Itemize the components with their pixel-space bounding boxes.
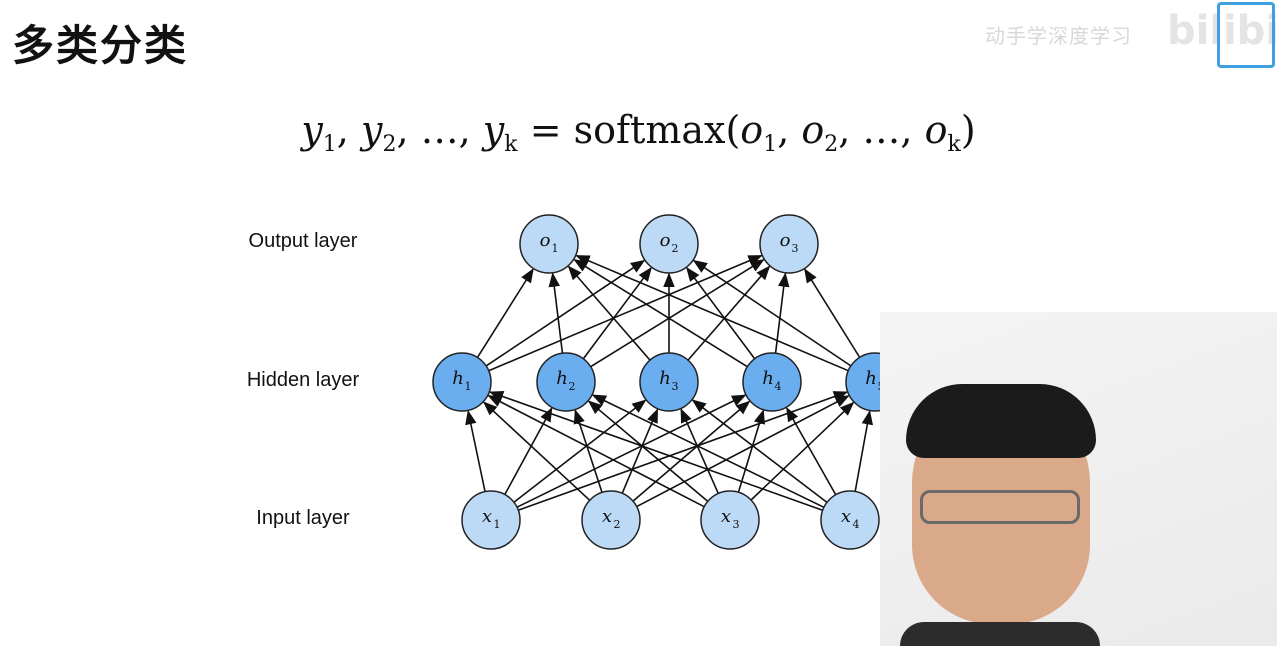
edge-h5-o2 — [692, 259, 852, 367]
edge-x1-h2 — [504, 407, 553, 495]
hidden-node-subscript: 2 — [569, 380, 576, 393]
edge-h3-o3 — [687, 265, 771, 361]
edge-h5-o1 — [575, 254, 849, 372]
edge-h5-o3 — [804, 268, 861, 358]
edge-x1-h4 — [516, 394, 747, 508]
edge-h4-o2 — [686, 266, 756, 360]
hidden-node-label: h — [556, 368, 568, 389]
softmax-formula: y1, y2, …, yk = softmax(o1, o2, …, ok) — [301, 108, 976, 157]
hidden-node-subscript: 1 — [465, 380, 472, 393]
edge-x3-h5 — [750, 401, 855, 501]
input-node-label: x — [602, 506, 612, 527]
edge-x4-h3 — [691, 399, 828, 504]
bilibili-badge-icon — [1217, 2, 1275, 68]
edge-x3-h4 — [737, 409, 766, 493]
output-node-label: o — [660, 230, 671, 251]
output-node-subscript: 3 — [792, 242, 799, 255]
output-node-subscript: 2 — [672, 242, 679, 255]
output-node-subscript: 1 — [552, 242, 559, 255]
output-layer-label: Output layer — [248, 230, 358, 252]
edge-x4-h2 — [591, 394, 825, 509]
edge-h2-o2 — [582, 266, 652, 360]
input-node-label: x — [721, 506, 731, 527]
hidden-node-subscript: 3 — [672, 380, 679, 393]
presenter-glasses — [920, 490, 1080, 524]
hidden-node-subscript: 4 — [775, 380, 782, 393]
edge-x4-h5 — [854, 410, 874, 492]
edge-x1-h3 — [513, 399, 647, 503]
input-node-subscript: 4 — [853, 518, 860, 531]
edge-h2-o1 — [548, 272, 564, 354]
edge-h3-o1 — [567, 265, 651, 361]
edge-x3-h1 — [487, 395, 705, 508]
presenter-video — [880, 312, 1277, 646]
edge-x3-h3 — [680, 408, 720, 494]
hidden-node-label: h — [659, 368, 671, 389]
input-layer-label: Input layer — [256, 507, 350, 529]
bilibili-logo-icon: bilibili — [1167, 8, 1277, 54]
edge-x3-h2 — [587, 400, 709, 502]
input-node-subscript: 2 — [614, 518, 621, 531]
input-node-label: x — [482, 506, 492, 527]
input-node-subscript: 3 — [733, 518, 740, 531]
input-node-subscript: 1 — [494, 518, 501, 531]
hidden-node-label: h — [762, 368, 774, 389]
presenter-shirt — [900, 622, 1100, 646]
edge-h4-o1 — [573, 259, 748, 368]
edge-x2-h5 — [636, 395, 850, 508]
edge-x1-h1 — [465, 409, 486, 492]
edge-x4-h1 — [488, 390, 823, 512]
edge-x4-h4 — [786, 406, 837, 496]
edge-h1-o1 — [476, 268, 534, 358]
edge-x2-h4 — [632, 400, 751, 502]
output-node-label: o — [780, 230, 791, 251]
watermark: 动手学深度学习 bilibili — [977, 0, 1277, 72]
presenter-hair — [906, 384, 1096, 458]
watermark-text: 动手学深度学习 — [985, 24, 1132, 48]
output-node-label: o — [540, 230, 551, 251]
hidden-layer-label: Hidden layer — [246, 369, 360, 391]
input-node-label: x — [841, 506, 851, 527]
edge-h2-o3 — [590, 259, 765, 368]
hidden-node-label: h — [865, 368, 877, 389]
slide-title: 多类分类 — [12, 21, 189, 70]
hidden-node-label: h — [452, 368, 464, 389]
edge-x2-h1 — [482, 401, 591, 501]
edge-h1-o2 — [485, 259, 646, 367]
